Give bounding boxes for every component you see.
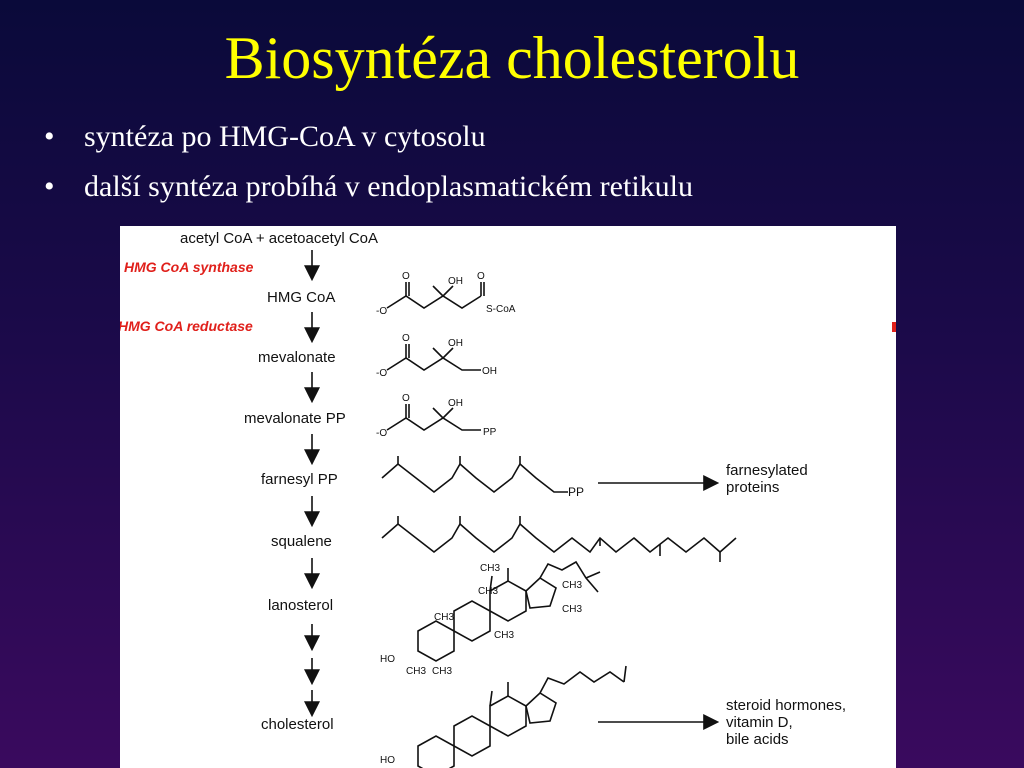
slide-title: Biosyntéza cholesterolu	[224, 25, 800, 91]
pathway-diagram: acetyl CoA + acetoacetyl CoA HMG CoA mev…	[120, 226, 896, 768]
svg-text:-O: -O	[376, 428, 387, 439]
svg-text:CH3: CH3	[480, 563, 500, 574]
svg-text:S-CoA: S-CoA	[486, 304, 516, 315]
svg-text:O: O	[477, 271, 485, 282]
hmg-coa-structure: O OH -O O S-CoA	[376, 271, 516, 317]
svg-text:CH3: CH3	[478, 586, 498, 597]
svg-text:O: O	[402, 393, 410, 404]
svg-text:CH3: CH3	[562, 604, 582, 615]
step-cholesterol: cholesterol	[261, 716, 334, 733]
svg-text:PP: PP	[483, 427, 497, 438]
svg-text:HO: HO	[380, 654, 395, 665]
svg-text:PP: PP	[568, 485, 584, 499]
step-lanosterol: lanosterol	[268, 597, 333, 614]
lanosterol-structure: CH3 CH3 CH3 CH3 CH3 CH3 HO CH3 CH3	[380, 560, 601, 677]
svg-text:OH: OH	[482, 366, 497, 377]
bullet-item: další syntéza probíhá v endoplasmatickém…	[40, 162, 693, 212]
svg-text:O: O	[402, 271, 410, 282]
enzyme-hmg-coa-reductase: HMG CoA reductase	[120, 318, 253, 334]
product-farnesylated: farnesylated	[726, 462, 808, 479]
squalene-structure	[381, 516, 737, 562]
step-squalene: squalene	[271, 533, 332, 550]
bullet-item: syntéza po HMG-CoA v cytosolu	[40, 112, 693, 162]
svg-text:CH3: CH3	[432, 666, 452, 677]
svg-text:OH: OH	[448, 276, 463, 287]
svg-text:-O: -O	[376, 368, 387, 379]
product-bile-acids: bile acids	[726, 731, 789, 748]
svg-text:OH: OH	[448, 398, 463, 409]
step-mevalonate-pp: mevalonate PP	[244, 410, 346, 427]
product-vitamin-d: vitamin D,	[726, 714, 793, 731]
mevalonate-structure: O OH -O OH	[376, 333, 497, 379]
farnesyl-pp-structure: PP	[381, 456, 720, 499]
enzyme-hmg-coa-synthase: HMG CoA synthase	[124, 259, 254, 275]
step-farnesyl-pp: farnesyl PP	[261, 471, 338, 488]
svg-text:O: O	[402, 333, 410, 344]
pathway-svg: acetyl CoA + acetoacetyl CoA HMG CoA mev…	[120, 230, 896, 768]
product-steroid-hormones: steroid hormones,	[726, 697, 846, 714]
svg-text:CH3: CH3	[406, 666, 426, 677]
svg-text:-O: -O	[376, 306, 387, 317]
svg-text:CH3: CH3	[562, 580, 582, 591]
step-hmg-coa: HMG CoA	[267, 289, 335, 306]
svg-text:OH: OH	[448, 338, 463, 349]
svg-text:CH3: CH3	[494, 630, 514, 641]
svg-text:HO: HO	[380, 755, 395, 766]
product-proteins: proteins	[726, 479, 779, 496]
mevalonate-pp-structure: O OH -O PP	[376, 393, 497, 439]
step-mevalonate: mevalonate	[258, 349, 336, 366]
svg-text:CH3: CH3	[434, 612, 454, 623]
cholesterol-structure: HO	[380, 665, 720, 768]
red-mark	[892, 322, 896, 332]
bullet-list: syntéza po HMG-CoA v cytosolu další synt…	[40, 112, 693, 212]
step-acetyl-coa: acetyl CoA + acetoacetyl CoA	[180, 230, 378, 247]
